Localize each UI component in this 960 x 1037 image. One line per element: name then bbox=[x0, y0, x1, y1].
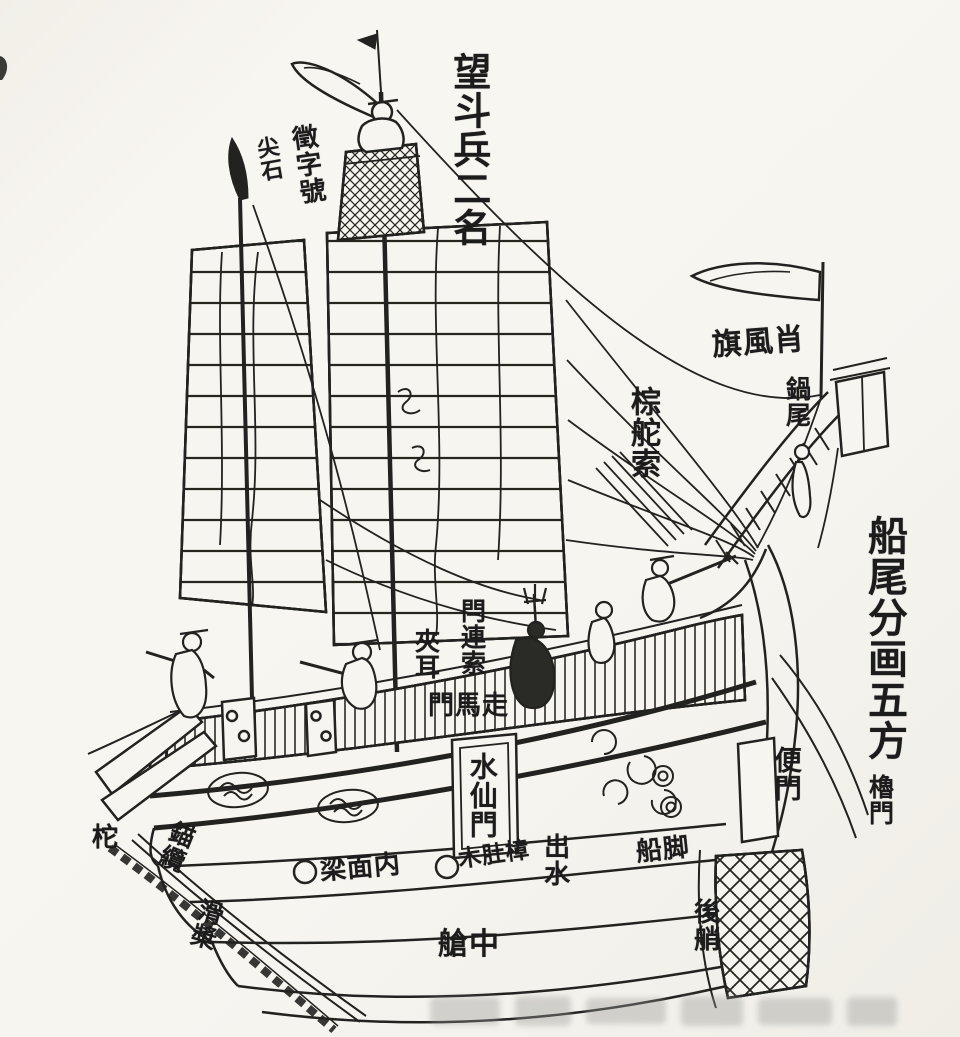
rudder-trunk bbox=[697, 848, 811, 1009]
label-waterline: 出水 bbox=[539, 833, 570, 887]
label-water-immortal-door: 水仙門 bbox=[465, 752, 499, 839]
windlass-post bbox=[304, 698, 338, 758]
label-aft-stern: 後艄 bbox=[689, 898, 720, 952]
oar-port bbox=[434, 854, 460, 880]
sail-cursive-inscription bbox=[397, 388, 431, 472]
label-mid-hold: 艙中 bbox=[438, 927, 500, 962]
rudder-rope-line bbox=[779, 654, 869, 816]
side-door-panel bbox=[736, 736, 780, 844]
trident-soldier bbox=[509, 584, 556, 710]
stern-flagstaff bbox=[819, 261, 825, 399]
sculling-oar bbox=[131, 839, 361, 1023]
crows-nest bbox=[336, 98, 426, 242]
fore-sail bbox=[178, 238, 328, 614]
fore-mast bbox=[238, 197, 255, 741]
bow-board bbox=[94, 704, 204, 796]
label-rudder: 柁 bbox=[92, 823, 120, 853]
stern bbox=[689, 261, 891, 853]
deck-fittings bbox=[220, 548, 780, 860]
label-stern-five-directions: 船尾分画五方 bbox=[861, 515, 908, 761]
hull-medallions bbox=[207, 771, 379, 824]
bow-board bbox=[100, 730, 218, 822]
stern-house bbox=[834, 370, 890, 458]
label-horse-door: 門馬走 bbox=[428, 691, 510, 721]
main-sail bbox=[325, 220, 570, 647]
water-immortal-door-panel bbox=[450, 732, 520, 860]
ladder-figure bbox=[791, 443, 812, 519]
masts bbox=[228, 29, 400, 753]
stair-rail bbox=[703, 391, 829, 546]
label-scull-door: 櫓門 bbox=[865, 774, 895, 826]
oar-port bbox=[292, 859, 318, 885]
bow bbox=[87, 704, 367, 1034]
windlass-post bbox=[220, 696, 258, 762]
standing-figure bbox=[587, 600, 616, 664]
rudder-rope-line bbox=[771, 677, 857, 839]
label-mast-cheeks: 夾耳 bbox=[411, 628, 441, 680]
crew-figures bbox=[145, 443, 812, 719]
fore-pennant bbox=[228, 136, 249, 201]
label-side-door: 便門 bbox=[769, 746, 801, 802]
scan-edge-mark bbox=[0, 56, 8, 80]
label-rudder-rope: 棕舵索 bbox=[625, 386, 660, 479]
label-ship-foot: 船脚 bbox=[634, 832, 692, 868]
page-bleed-through bbox=[430, 996, 950, 1036]
masthead-vane bbox=[356, 33, 378, 50]
main-pennant bbox=[290, 61, 380, 120]
rigging bbox=[252, 109, 821, 651]
stair-rail bbox=[716, 411, 843, 569]
lookout-soldier bbox=[357, 98, 405, 154]
musketeer-bow bbox=[145, 628, 215, 719]
stern-pennant bbox=[689, 262, 822, 302]
stern-gunner bbox=[641, 551, 739, 623]
musketeer-midship bbox=[299, 638, 379, 710]
stern-cloud-scrolls bbox=[591, 729, 682, 818]
label-stern-tip: 鍋尾 bbox=[782, 376, 812, 428]
label-lookout-crew: 望斗兵二名 bbox=[446, 52, 492, 247]
label-bar-rope: 閂連索 bbox=[457, 598, 487, 676]
main-wale bbox=[149, 679, 757, 799]
label-wind-flag: 旗風肖 bbox=[710, 321, 807, 364]
anchor-chain bbox=[107, 844, 337, 1034]
sheet-bundle bbox=[595, 451, 693, 547]
